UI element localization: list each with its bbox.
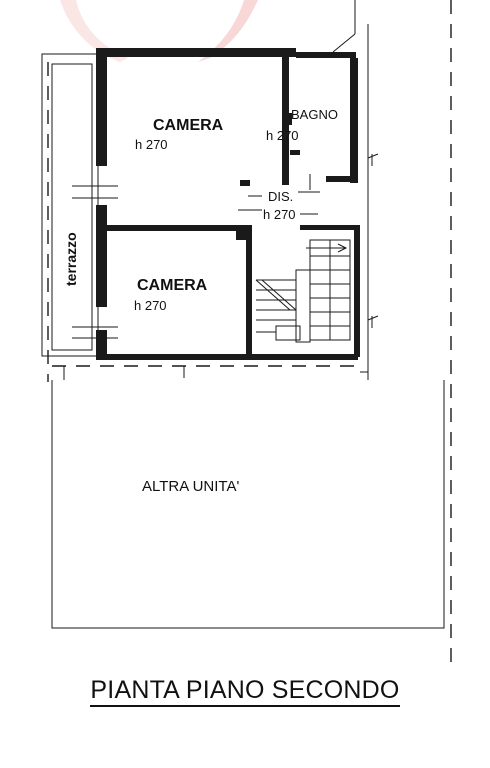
dis-label: DIS. <box>268 189 293 204</box>
bottom-wall-ticks <box>63 366 185 380</box>
dis-height: h 270 <box>263 207 296 222</box>
bagno-label: BAGNO <box>291 107 338 122</box>
terrazzo-inner <box>51 63 93 351</box>
plan-title: PIANTA PIANO SECONDO <box>0 676 490 707</box>
altra-unita-label: ALTRA UNITA' <box>142 478 239 495</box>
watermark-arc-left <box>60 0 128 62</box>
bagno-height: h 270 <box>266 128 299 143</box>
camera-bottom-label: CAMERA <box>137 277 208 294</box>
camera-bottom-height: h 270 <box>134 298 167 313</box>
altra-unita-outline <box>51 380 445 629</box>
walls <box>96 48 360 360</box>
camera-top-height: h 270 <box>135 137 168 152</box>
staircase <box>255 239 351 343</box>
camera-top-label: CAMERA <box>153 117 224 134</box>
exterior-ticks <box>360 153 379 373</box>
terrazzo-label: terrazzo <box>63 232 79 286</box>
terrazzo-frame <box>41 53 99 357</box>
top-diagonal <box>332 33 356 53</box>
plan-title-text: PIANTA PIANO SECONDO <box>90 676 400 707</box>
watermark-arc <box>198 0 258 62</box>
